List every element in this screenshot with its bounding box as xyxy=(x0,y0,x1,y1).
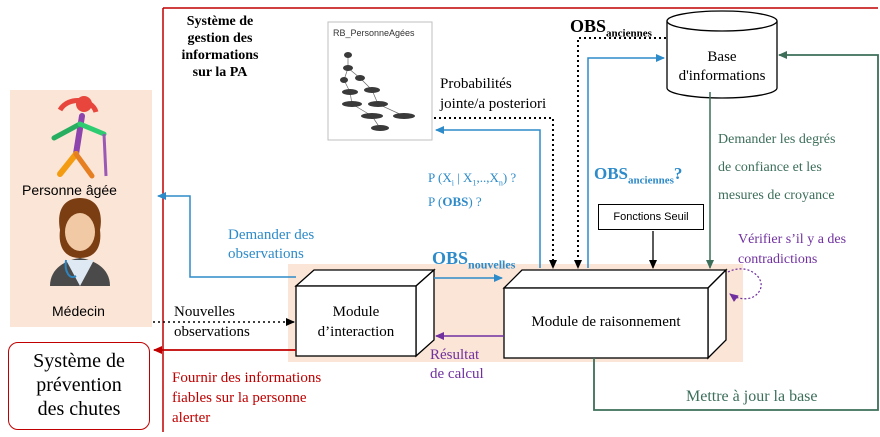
arrow-ask-observations xyxy=(157,192,296,278)
arrow-probabilities xyxy=(434,117,557,269)
system-boundary xyxy=(162,7,878,432)
system-title: Système de gestion des informations sur … xyxy=(176,13,264,81)
ask-observations-line: Demander des xyxy=(228,227,315,243)
ask-confidence-line: mesures de croyance xyxy=(718,188,835,203)
doctor-icon xyxy=(50,198,110,286)
doctor-label: Médecin xyxy=(52,303,105,319)
provide-info-line: Fournir des informations xyxy=(172,370,322,386)
interaction-module-label: Module d’interaction xyxy=(296,302,416,342)
provide-info-line: alerter xyxy=(172,410,211,426)
update-base-label: Mettre à jour la base xyxy=(686,388,818,405)
ask-observations-line: observations xyxy=(228,246,304,262)
interaction-module-line: Module xyxy=(332,304,380,320)
bayesian-network-box xyxy=(327,21,433,141)
new-observations-line: Nouvelles xyxy=(174,304,235,320)
obs-old-sub: anciennes xyxy=(606,27,652,40)
arrow-check-contradictions xyxy=(727,268,762,302)
ask-confidence-line: de confiance et les xyxy=(718,160,822,175)
probability-query-1: P (Xi | X1,..,Xn) ? xyxy=(428,170,517,188)
database-label-line: d'informations xyxy=(678,68,766,84)
interaction-module-line: d’interaction xyxy=(317,324,395,340)
reasoning-module-label: Module de raisonnement xyxy=(531,314,681,330)
obs-new-label: OBSnouvelles xyxy=(432,248,515,272)
obs-old-query-label: OBSanciennes? xyxy=(594,164,682,187)
system-title-line: informations xyxy=(181,48,259,63)
fall-prevention-system-box: Système de prévention des chutes xyxy=(8,342,150,430)
ask-confidence-label: Demander les degrés de confiance et les … xyxy=(718,126,835,210)
provide-info-line: fiables sur la personne xyxy=(172,390,307,406)
obs-old-query-base: OBS xyxy=(594,164,629,183)
threshold-functions-box: Fonctions Seuil xyxy=(598,204,704,230)
system-title-line: gestion des xyxy=(187,31,253,46)
elderly-person-icon xyxy=(51,96,108,179)
query-text: ) ? xyxy=(468,194,482,209)
obs-new-sub: nouvelles xyxy=(468,257,516,272)
database-cylinder xyxy=(666,10,778,99)
query-sub: i xyxy=(451,178,454,188)
arrow-obs-old-query xyxy=(587,54,665,268)
obs-old-query-mark: ? xyxy=(673,164,683,183)
ask-observations-label: Demander des observations xyxy=(228,226,314,264)
actors-panel: Personne âgée Médecin xyxy=(10,90,152,327)
obs-old-base: OBS xyxy=(570,16,607,36)
probabilities-label: Probabilités jointe/a posteriori xyxy=(440,74,546,114)
prevention-line-2: prévention xyxy=(36,374,122,396)
database-label: Base d'informations xyxy=(672,48,772,86)
obs-new-base: OBS xyxy=(432,248,469,268)
prevention-line-1: Système de xyxy=(33,350,125,372)
arrow-probability-queries xyxy=(435,126,541,268)
query-text: P ( xyxy=(428,194,443,209)
new-observations-label: Nouvelles observations xyxy=(174,302,250,342)
query-bold: OBS xyxy=(442,194,469,209)
reasoning-module-box xyxy=(502,268,728,360)
probability-query-2: P (OBS) ? xyxy=(428,194,482,210)
check-contradictions-label: Vérifier s’il y a des contradictions xyxy=(738,230,846,270)
obs-old-label: OBSanciennes xyxy=(570,16,652,40)
result-line: Résultat xyxy=(430,347,480,363)
database-label-line: Base xyxy=(707,49,737,65)
system-title-line: Système de xyxy=(186,14,254,29)
query-sub: 1 xyxy=(472,178,477,188)
query-text: P (X xyxy=(428,170,452,185)
result-label: Résultat de calcul xyxy=(430,346,484,384)
contradictions-line: contradictions xyxy=(738,252,818,267)
result-line: de calcul xyxy=(430,366,484,382)
contradictions-line: Vérifier s’il y a des xyxy=(738,232,847,247)
bayesian-network-title: RB_PersonneAgées xyxy=(333,28,415,38)
query-text: | X xyxy=(453,170,473,185)
query-text: ,..,X xyxy=(476,170,499,185)
new-observations-line: observations xyxy=(174,324,250,340)
query-text: ) ? xyxy=(502,170,517,185)
arrow-obs-old xyxy=(574,37,666,269)
query-sub: n xyxy=(498,178,503,188)
obs-old-query-sub: anciennes xyxy=(628,174,674,187)
system-title-line: sur la PA xyxy=(192,65,248,80)
arrow-update-base xyxy=(593,51,879,411)
interaction-module-box xyxy=(294,268,436,358)
probabilities-line: jointe/a posteriori xyxy=(440,96,547,112)
prevention-line-3: des chutes xyxy=(37,398,121,420)
ask-confidence-line: Demander les degrés xyxy=(718,132,836,147)
probabilities-line: Probabilités xyxy=(440,76,512,92)
elderly-person-label: Personne âgée xyxy=(22,182,117,198)
provide-info-label: Fournir des informations fiables sur la … xyxy=(172,368,321,428)
